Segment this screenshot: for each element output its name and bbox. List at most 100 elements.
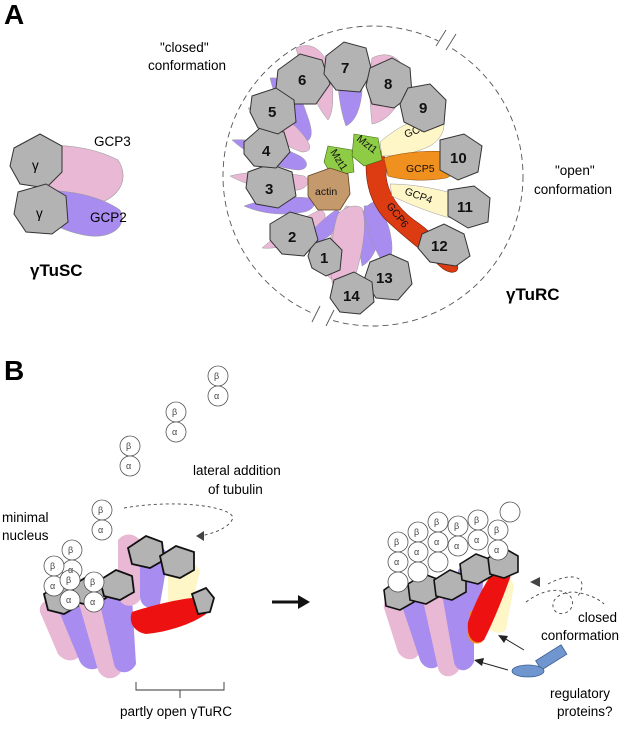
gturc-spoke-7-shape <box>323 41 373 93</box>
left-gamma-blob <box>158 545 195 579</box>
gtusc-gcp2-label: GCP2 <box>90 210 127 225</box>
gturc-outline-gap-mark-1 <box>435 29 447 47</box>
regulatory-protein-rect <box>535 644 568 671</box>
floating-tubulin-dimers <box>91 365 229 541</box>
mt-col-6-alpha-label: α <box>494 545 499 555</box>
gturc-spoke-3-number: 3 <box>265 181 273 198</box>
gturc-spoke-9-number: 9 <box>419 100 427 117</box>
nucleus-dimer-c-beta-label: β <box>66 575 71 585</box>
mt-col-2-beta-label: β <box>414 527 419 537</box>
mt-col-6-beta-label: β <box>494 525 499 535</box>
regulatory-arrowhead-2 <box>474 658 484 666</box>
mt-col-1-beta-label: β <box>394 537 399 547</box>
partly-open-gturc-drawing: β α β α β α β α <box>39 534 215 679</box>
left-gcp6-lobe <box>130 597 209 634</box>
gturc-gcp5-label: GCP5 <box>406 163 435 175</box>
dimer-4-beta-label: β <box>98 505 103 515</box>
gturc-title: γTuRC <box>506 285 560 304</box>
gturc-outline-gap-bottom <box>311 302 335 326</box>
lateral-addition-line1: lateral addition <box>193 463 281 478</box>
gturc-spoke-14-shape <box>329 271 375 315</box>
gturc-spoke-1-shape <box>307 237 343 277</box>
gtusc-title: γTuSC <box>30 261 83 280</box>
mt-col-4-beta-label: β <box>454 521 459 531</box>
transition-arrowhead <box>298 595 310 609</box>
gturc-actin-label: actin <box>315 186 337 198</box>
gturc-spoke-2-shape <box>269 211 319 257</box>
dimer-2-alpha <box>207 385 229 407</box>
mt-col-1-alpha-label: α <box>394 557 399 567</box>
mt-col-4-alpha <box>447 535 469 557</box>
mt-col-2b-alpha <box>407 561 429 583</box>
dimer-3-alpha <box>119 455 141 477</box>
mt-col-5-beta-label: β <box>474 515 479 525</box>
gturc-spoke-5-number: 5 <box>268 104 276 121</box>
gturc-spoke-8-number: 8 <box>384 76 392 93</box>
mt-col-1b-alpha <box>387 571 409 593</box>
right-gamma-blob <box>459 553 493 585</box>
dimer-2-alpha-label: α <box>214 391 219 401</box>
minimal-nucleus-letters: β α β α β α β α <box>50 545 95 607</box>
gturc-drawing: Mzt1 Mzt1 actin GCP4 GCP5 GCP4 GCP6 6 7 <box>229 41 491 315</box>
open-label-line1: "open" <box>555 163 595 178</box>
gturc-spoke-7-number: 7 <box>341 60 349 77</box>
gturc-spoke-12-shape <box>417 223 471 267</box>
dimer-3-alpha-label: α <box>126 461 131 471</box>
left-gamma-blob <box>98 569 135 601</box>
gtusc-gamma-bottom-label: γ <box>36 206 43 221</box>
nucleus-dimer-a-alpha-label: α <box>68 565 73 575</box>
gturc-spoke-13-number: 13 <box>376 270 393 287</box>
gtusc-gamma-top-label: γ <box>32 158 39 173</box>
closed-conformation-line1: closed <box>578 610 617 625</box>
regulatory-arrow-1 <box>503 637 525 651</box>
partly-open-label: partly open γTuRC <box>120 704 232 719</box>
gtusc-gcp3-label: GCP3 <box>94 134 131 149</box>
closed-label-line1: "closed" <box>160 40 209 55</box>
lateral-addition-arrow <box>123 503 234 537</box>
gturc-spoke-2-number: 2 <box>288 229 296 246</box>
gturc-spoke-9-shape <box>399 83 447 133</box>
mt-col-3b-alpha <box>427 551 449 573</box>
closing-dashed-arc <box>547 576 583 597</box>
gtusc-gamma-top-shape <box>9 133 63 189</box>
regulatory-protein-ellipse <box>511 664 545 678</box>
mt-col-5-alpha <box>467 529 489 551</box>
regulatory-arrow-2 <box>479 661 509 671</box>
mt-col-3-beta-label: β <box>434 517 439 527</box>
regulatory-line1: regulatory <box>550 686 610 701</box>
mt-col-2-alpha-label: α <box>414 547 419 557</box>
minimal-nucleus-tubulins <box>43 539 105 613</box>
mt-col-6-alpha <box>487 539 509 561</box>
floating-tubulin-letters: β α β α β α β α <box>98 371 219 535</box>
right-gcp6-lobe <box>467 563 512 643</box>
closed-gturc-drawing: β α β α β α β α β α β α <box>383 501 521 677</box>
closing-dashed-path <box>525 589 605 614</box>
dimer-4-alpha-label: α <box>98 525 103 535</box>
mt-col-4-alpha-label: α <box>454 541 459 551</box>
gturc-spoke-10-shape <box>439 133 483 181</box>
gturc-outline-gap-mark-2 <box>445 33 457 51</box>
right-gamma-blob <box>433 569 467 601</box>
gturc-spoke-11-number: 11 <box>457 199 473 216</box>
microtubule-letters: β α β α β α β α β α β α <box>394 515 499 567</box>
nucleus-dimer-a-beta-label: β <box>68 545 73 555</box>
lateral-addition-line2: of tubulin <box>208 482 263 497</box>
gtusc-gamma-bottom-shape <box>13 183 69 235</box>
dimer-4-alpha <box>91 519 113 541</box>
nucleus-dimer-d-alpha <box>83 591 105 613</box>
nucleus-dimer-d-alpha-label: α <box>90 597 95 607</box>
gturc-mzt1-right-shape <box>351 133 383 167</box>
dimer-1-alpha-label: α <box>172 427 177 437</box>
gturc-outline-gap-top <box>436 27 458 51</box>
gturc-spoke-12-number: 12 <box>431 238 448 255</box>
gturc-spoke-11-shape <box>447 185 491 229</box>
mt-col-3-alpha-label: α <box>434 537 439 547</box>
gturc-spoke-10-number: 10 <box>450 150 467 167</box>
microtubule-dimers <box>387 501 521 593</box>
left-gamma-blob <box>190 586 215 616</box>
gturc-spoke-5-shape <box>249 87 297 135</box>
regulatory-line2: proteins? <box>557 704 613 719</box>
nucleus-dimer-b-beta-label: β <box>50 561 55 571</box>
gturc-spoke-14-number: 14 <box>343 288 360 305</box>
